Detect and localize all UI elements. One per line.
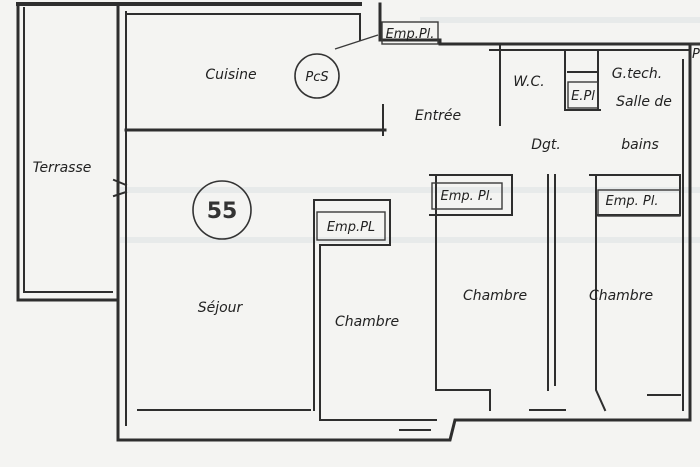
fixture-pl-corner: Pl xyxy=(692,47,700,62)
room-dgt: Dgt. xyxy=(531,137,561,153)
room-cuisine: Cuisine xyxy=(205,67,256,83)
room-chambre-3: Chambre xyxy=(589,288,653,304)
pcs-badge: PcS xyxy=(294,34,379,99)
room-chambre-1: Chambre xyxy=(335,314,399,330)
outer-walls xyxy=(16,2,700,442)
fixture-ep: E.Pl xyxy=(571,89,595,104)
room-wc: W.C. xyxy=(513,74,544,90)
fixture-emp-pl-chambre2: Emp. Pl. xyxy=(441,189,494,204)
room-entree: Entrée xyxy=(415,108,461,124)
fixture-emp-pl-chambre3: Emp. Pl. xyxy=(606,194,659,209)
room-sejour: Séjour xyxy=(198,300,244,316)
unit-number-badge: 55 xyxy=(192,180,252,240)
pcs-label: PcS xyxy=(305,70,328,85)
unit-number: 55 xyxy=(207,199,238,224)
room-salle-de-bains-line1: Salle de xyxy=(616,94,672,110)
room-chambre-2: Chambre xyxy=(463,288,527,304)
room-gtech: G.tech. xyxy=(612,66,662,82)
fixture-boxes xyxy=(316,21,681,241)
fixture-emp-pl-chambre1: Emp.PL xyxy=(327,220,375,235)
room-salle-de-bains-line2: bains xyxy=(621,137,659,153)
fixture-emp-pl-top: Emp.Pl. xyxy=(386,27,435,42)
room-terrasse: Terrasse xyxy=(33,160,92,176)
interior-walls xyxy=(112,13,681,431)
